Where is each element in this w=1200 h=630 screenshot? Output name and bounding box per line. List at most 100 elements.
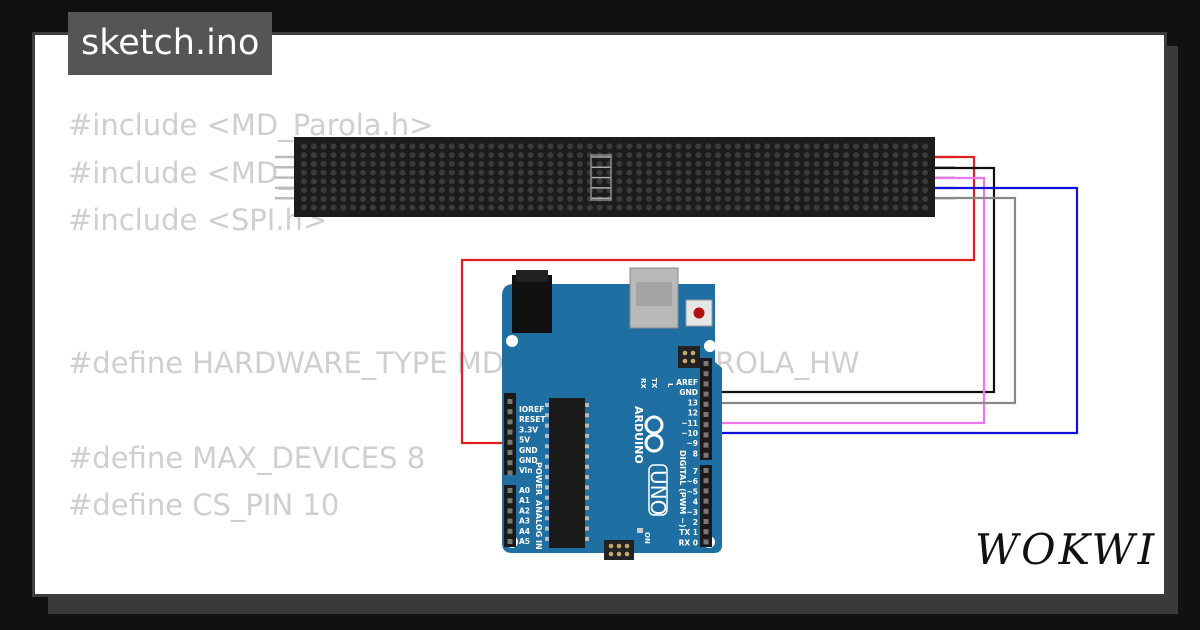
matrix-led (675, 143, 682, 150)
wire-clk[interactable] (707, 196, 1017, 405)
matrix-led (310, 195, 317, 202)
wire-vcc[interactable] (460, 155, 976, 445)
header-pin[interactable] (703, 508, 709, 514)
matrix-led (340, 169, 347, 176)
matrix-led (655, 160, 662, 167)
header-pin[interactable] (703, 442, 709, 448)
header-pin[interactable] (703, 539, 709, 545)
header-pin[interactable] (507, 470, 513, 476)
icsp-pin (624, 551, 630, 557)
matrix-led (843, 195, 850, 202)
header-pin[interactable] (703, 488, 709, 494)
analog-header (504, 485, 516, 547)
matrix-led (734, 178, 741, 185)
header-pin[interactable] (507, 460, 513, 466)
header-pin[interactable] (507, 409, 513, 415)
matrix-led (734, 143, 741, 150)
header-pin[interactable] (703, 391, 709, 397)
matrix-led (872, 160, 879, 167)
header-pin[interactable] (507, 450, 513, 455)
matrix-led (912, 160, 919, 167)
pin-label: RESET (519, 415, 546, 424)
header-pin[interactable] (703, 478, 709, 484)
matrix-led (853, 187, 860, 194)
header-pin[interactable] (507, 429, 513, 435)
wire-gnd[interactable] (707, 166, 996, 394)
matrix-led (734, 152, 741, 159)
matrix-led (833, 160, 840, 167)
matrix-led (705, 187, 712, 194)
matrix-body (294, 137, 935, 217)
matrix-led (557, 152, 564, 159)
matrix-led (360, 143, 367, 150)
matrix-led (833, 143, 840, 150)
header-pin[interactable] (507, 539, 513, 544)
header-pin[interactable] (703, 452, 709, 458)
digital-header-top (700, 358, 712, 460)
wire-din[interactable] (707, 176, 986, 425)
matrix-led (734, 187, 741, 194)
header-pin[interactable] (703, 432, 709, 438)
matrix-led (429, 178, 436, 185)
icsp-header-top (678, 346, 700, 368)
matrix-led (320, 204, 327, 211)
matrix-led (458, 169, 465, 176)
matrix-led (606, 204, 613, 211)
header-pin[interactable] (703, 468, 709, 473)
matrix-led (813, 160, 820, 167)
header-pin[interactable] (507, 508, 513, 514)
matrix-led (853, 143, 860, 150)
matrix-led (320, 195, 327, 202)
matrix-led (340, 152, 347, 159)
header-pin[interactable] (507, 419, 513, 425)
rx-led-label: RX (639, 378, 647, 389)
header-pin[interactable] (703, 401, 709, 407)
header-pin[interactable] (507, 528, 513, 534)
matrix-led (488, 169, 495, 176)
header-pin[interactable] (703, 519, 709, 524)
matrix-led (853, 204, 860, 211)
header-pin[interactable] (507, 488, 513, 493)
filename-tab[interactable]: sketch.ino (68, 12, 273, 75)
matrix-led (567, 195, 574, 202)
reset-button[interactable] (693, 307, 705, 319)
matrix-led (823, 152, 830, 159)
header-pin[interactable] (703, 529, 709, 535)
header-pin[interactable] (703, 422, 709, 428)
header-pin[interactable] (507, 498, 513, 504)
header-pin[interactable] (703, 498, 709, 504)
pin-label: 7 (693, 467, 698, 476)
matrix-led (636, 204, 643, 211)
matrix-input-pins (275, 155, 294, 200)
matrix-led (655, 169, 662, 176)
matrix-led (892, 152, 899, 159)
matrix-led (458, 160, 465, 167)
matrix-led (350, 178, 357, 185)
chip-leg (545, 464, 549, 469)
matrix-led (862, 143, 869, 150)
header-pin[interactable] (507, 439, 513, 445)
matrix-led (596, 169, 603, 176)
matrix-led (567, 143, 574, 150)
header-pin[interactable] (703, 361, 709, 366)
pin-label: ~6 (686, 477, 698, 486)
matrix-led (754, 160, 761, 167)
led-matrix[interactable] (275, 137, 955, 217)
l-led-label: L (666, 383, 674, 388)
header-pin[interactable] (703, 412, 709, 417)
matrix-led (439, 195, 445, 202)
matrix-led (626, 187, 633, 194)
matrix-led (458, 187, 465, 194)
matrix-led (724, 187, 731, 194)
header-pin[interactable] (703, 381, 709, 387)
matrix-led (665, 195, 672, 202)
matrix-led (803, 178, 810, 185)
header-pin[interactable] (507, 518, 513, 524)
matrix-led (922, 195, 929, 202)
header-pin[interactable] (703, 371, 709, 377)
matrix-led (468, 160, 475, 167)
matrix-led (744, 204, 751, 211)
wire-cs[interactable] (707, 186, 1079, 435)
header-pin[interactable] (507, 399, 513, 404)
